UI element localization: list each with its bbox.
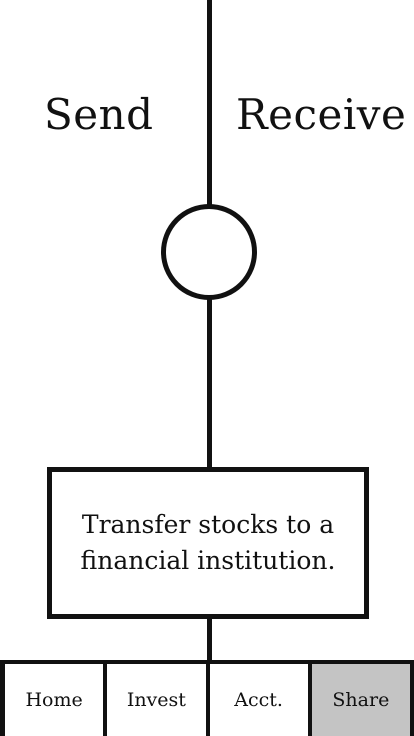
send-option[interactable]: Send — [44, 90, 154, 139]
info-description: Transfer stocks to a financial instituti… — [80, 510, 336, 575]
tab-account[interactable]: Acct. — [205, 664, 308, 736]
receive-option[interactable]: Receive — [236, 90, 407, 139]
divider-line-top — [207, 0, 212, 206]
connector-line-bottom — [207, 616, 212, 664]
toggle-circle-button[interactable] — [161, 204, 257, 300]
bottom-tab-bar: Home Invest Acct. Share — [0, 660, 414, 736]
connector-line-middle — [207, 296, 212, 470]
tab-share[interactable]: Share — [307, 664, 414, 736]
tab-home[interactable]: Home — [0, 664, 104, 736]
info-card: Transfer stocks to a financial instituti… — [47, 467, 369, 619]
tab-invest[interactable]: Invest — [103, 664, 206, 736]
